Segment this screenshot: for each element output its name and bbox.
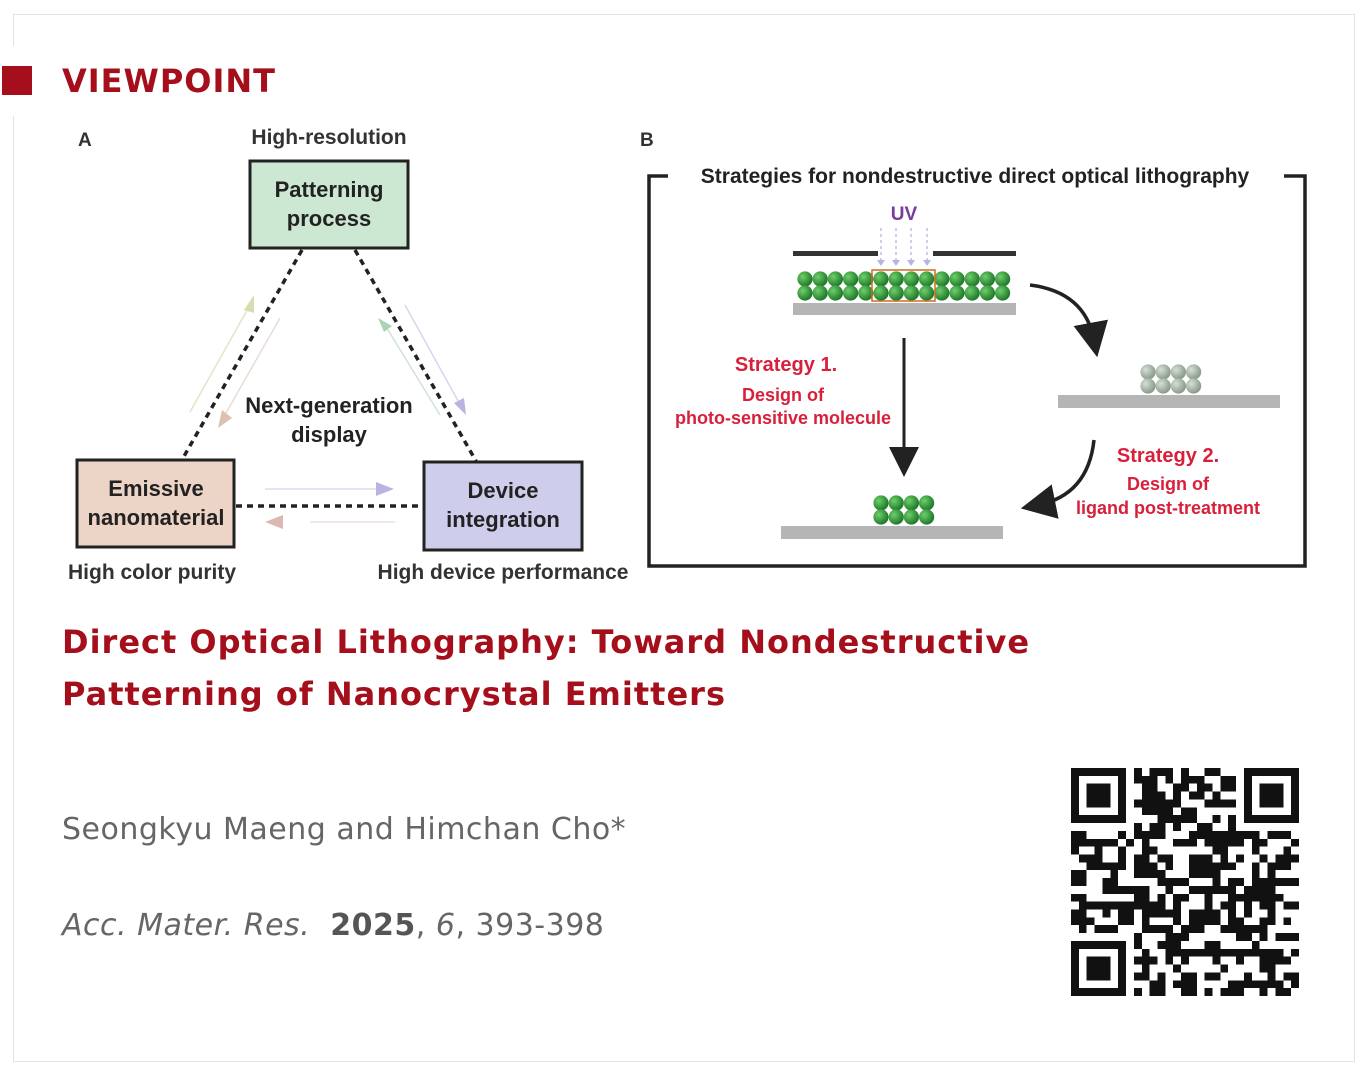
dashed-connectors [181, 249, 478, 508]
citation: Acc. Mater. Res. 2025, 6, 393-398 [62, 908, 605, 943]
svg-text:High device performance: High device performance [378, 561, 629, 584]
nanocrystal [873, 495, 889, 511]
nanocrystal [1170, 364, 1186, 380]
nanocrystal [797, 285, 813, 301]
article-authors: Seongkyu Maeng and Himchan Cho* [62, 812, 627, 847]
nanocrystal [903, 271, 920, 287]
nanocrystal [1155, 378, 1171, 394]
nanocrystal [919, 495, 935, 511]
nanocrystal [964, 271, 980, 287]
nanocrystal [979, 271, 996, 287]
volume: 6 [435, 908, 456, 943]
nanocrystal [843, 271, 859, 287]
svg-text:High color purity: High color purity [68, 561, 236, 584]
nanocrystal [873, 271, 889, 287]
nanocrystal [919, 509, 935, 525]
nanocrystal [964, 285, 980, 301]
nanocrystal [858, 271, 874, 287]
nanocrystal [812, 271, 828, 287]
svg-text:ligand post-treatment: ligand post-treatment [1076, 498, 1260, 518]
nanocrystal [934, 271, 950, 287]
nanocrystal [1186, 364, 1202, 380]
nanocrystal [1186, 378, 1202, 394]
panel-b: B Strategies for nondestructive direct o… [640, 130, 1307, 568]
nanocrystal [1140, 378, 1156, 394]
svg-text:Strategy 1.: Strategy 1. [735, 354, 837, 376]
nanocrystal [812, 285, 828, 301]
svg-text:Design of: Design of [1127, 474, 1210, 494]
svg-text:Emissive: Emissive [108, 476, 203, 501]
svg-text:display: display [291, 422, 368, 447]
nanocrystal [995, 285, 1011, 301]
pages: 393-398 [475, 908, 605, 943]
year: 2025 [330, 908, 416, 943]
svg-text:Strategies for nondestructive: Strategies for nondestructive direct opt… [701, 165, 1250, 188]
nanocrystal [1170, 378, 1186, 394]
section-label: VIEWPOINT [62, 62, 276, 100]
nanocrystal [797, 271, 813, 287]
nanocrystal [903, 495, 920, 511]
nanocrystal [995, 271, 1011, 287]
nanocrystal [843, 285, 859, 301]
svg-text:Design of: Design of [742, 385, 825, 405]
nanocrystal [903, 509, 920, 525]
toc-figure: A High-resolution Patterning process Nex… [68, 126, 1307, 584]
device-box [422, 460, 584, 552]
nanocrystal [827, 271, 844, 287]
section-marker [2, 66, 32, 95]
svg-text:UV: UV [891, 204, 918, 225]
panel-a-label: A [78, 130, 92, 151]
top-caption: High-resolution [251, 126, 406, 149]
qr-code[interactable] [1071, 768, 1299, 996]
svg-text:Strategy 2.: Strategy 2. [1117, 445, 1219, 467]
article-title: Direct Optical Lithography: Toward Nonde… [62, 623, 1031, 713]
nanocrystal [858, 285, 874, 301]
panel-b-label: B [640, 130, 654, 151]
nanocrystal [934, 285, 950, 301]
svg-text:photo-sensitive molecule: photo-sensitive molecule [675, 408, 891, 428]
svg-text:nanomaterial: nanomaterial [88, 505, 225, 530]
nanocrystal [827, 285, 844, 301]
nanocrystal [888, 509, 904, 525]
article-card [13, 14, 1355, 1062]
nanocrystal [979, 285, 996, 301]
svg-text:Next-generation: Next-generation [245, 393, 412, 418]
nanocrystal [1155, 364, 1171, 380]
nanocrystal [873, 509, 889, 525]
nanocrystal [919, 285, 935, 301]
svg-text:integration: integration [446, 507, 560, 532]
emissive-box [75, 458, 236, 549]
nanocrystal [873, 285, 889, 301]
patterning-box [248, 159, 410, 250]
nanocrystal [919, 271, 935, 287]
journal-name: Acc. Mater. Res. [62, 908, 311, 943]
nanocrystal [1140, 364, 1156, 380]
nanocrystal [903, 285, 920, 301]
nanocrystal [949, 271, 965, 287]
nanocrystal [949, 285, 965, 301]
nanocrystal [888, 495, 904, 511]
nanocrystal [888, 285, 904, 301]
panel-a: A High-resolution Patterning process Nex… [68, 126, 628, 584]
nanocrystal [888, 271, 904, 287]
svg-text:Patterning: Patterning [275, 177, 384, 202]
svg-text:Device: Device [468, 478, 539, 503]
svg-text:process: process [287, 206, 371, 231]
